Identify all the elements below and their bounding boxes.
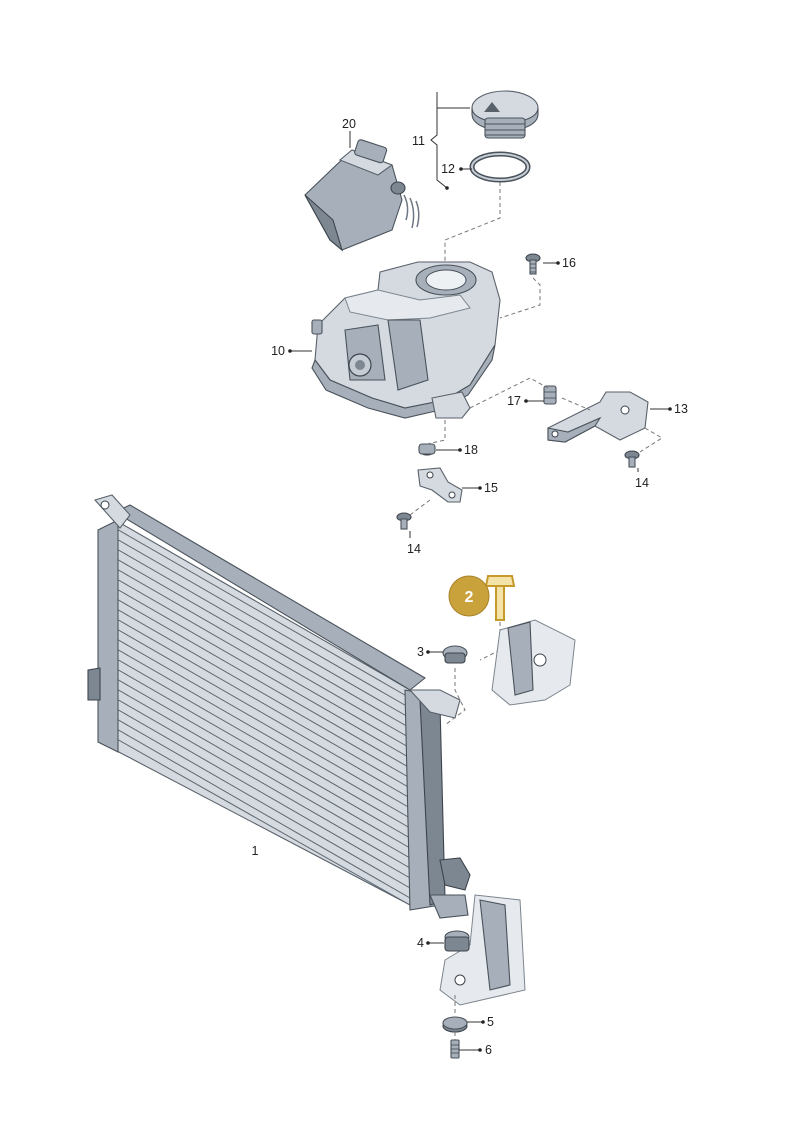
- label-14-lower: 14: [407, 542, 421, 556]
- radiator-part-1[interactable]: [87, 494, 471, 919]
- label-10: 10: [271, 344, 285, 358]
- label-17: 17: [507, 394, 521, 408]
- label-3: 3: [417, 645, 424, 659]
- label-12: 12: [441, 162, 455, 176]
- grommet-part-18[interactable]: [418, 443, 436, 456]
- grommet-part-4[interactable]: [444, 930, 470, 952]
- label-13: 13: [674, 402, 688, 416]
- label-11: 11: [412, 134, 425, 148]
- bolt-part-16[interactable]: [525, 253, 541, 275]
- label-14-upper: 14: [635, 476, 649, 490]
- part-number-labels: 20 11 12 16 10 17 13 18 14 15 14 3 1 4 5…: [252, 117, 688, 1057]
- label-18: 18: [464, 443, 478, 457]
- leader-lines: [290, 92, 670, 1051]
- bracket-part-13[interactable]: [547, 391, 649, 443]
- washer-part-5[interactable]: [442, 1016, 468, 1033]
- label-4: 4: [417, 936, 424, 950]
- label-16: 16: [562, 256, 576, 270]
- grommet-part-3[interactable]: [442, 645, 468, 664]
- clip-part-17[interactable]: [543, 385, 557, 405]
- coolant-can-part-20[interactable]: [304, 139, 420, 252]
- label-1: 1: [252, 844, 259, 858]
- bolt-part-6[interactable]: [450, 1039, 460, 1059]
- leader-dots: [288, 167, 672, 1052]
- bolt-part-14-lower[interactable]: [396, 512, 412, 530]
- label-5: 5: [487, 1015, 494, 1029]
- seal-ring-part-12[interactable]: [469, 151, 531, 183]
- label-6: 6: [485, 1043, 492, 1057]
- filler-cap-part-11[interactable]: [471, 90, 539, 139]
- bracket-part-15[interactable]: [417, 467, 463, 503]
- callout-badge-part-2[interactable]: 2: [448, 575, 490, 617]
- expansion-tank-part-10[interactable]: [311, 261, 501, 419]
- bolt-part-2-highlighted[interactable]: [484, 575, 516, 621]
- mount-bracket-lower: [439, 894, 526, 1006]
- bolt-part-14-upper[interactable]: [624, 450, 640, 468]
- label-15: 15: [484, 481, 498, 495]
- mount-bracket-upper: [491, 619, 576, 706]
- callout-label-2: 2: [465, 589, 474, 606]
- radiator-fins: [114, 527, 411, 906]
- label-20: 20: [342, 117, 356, 131]
